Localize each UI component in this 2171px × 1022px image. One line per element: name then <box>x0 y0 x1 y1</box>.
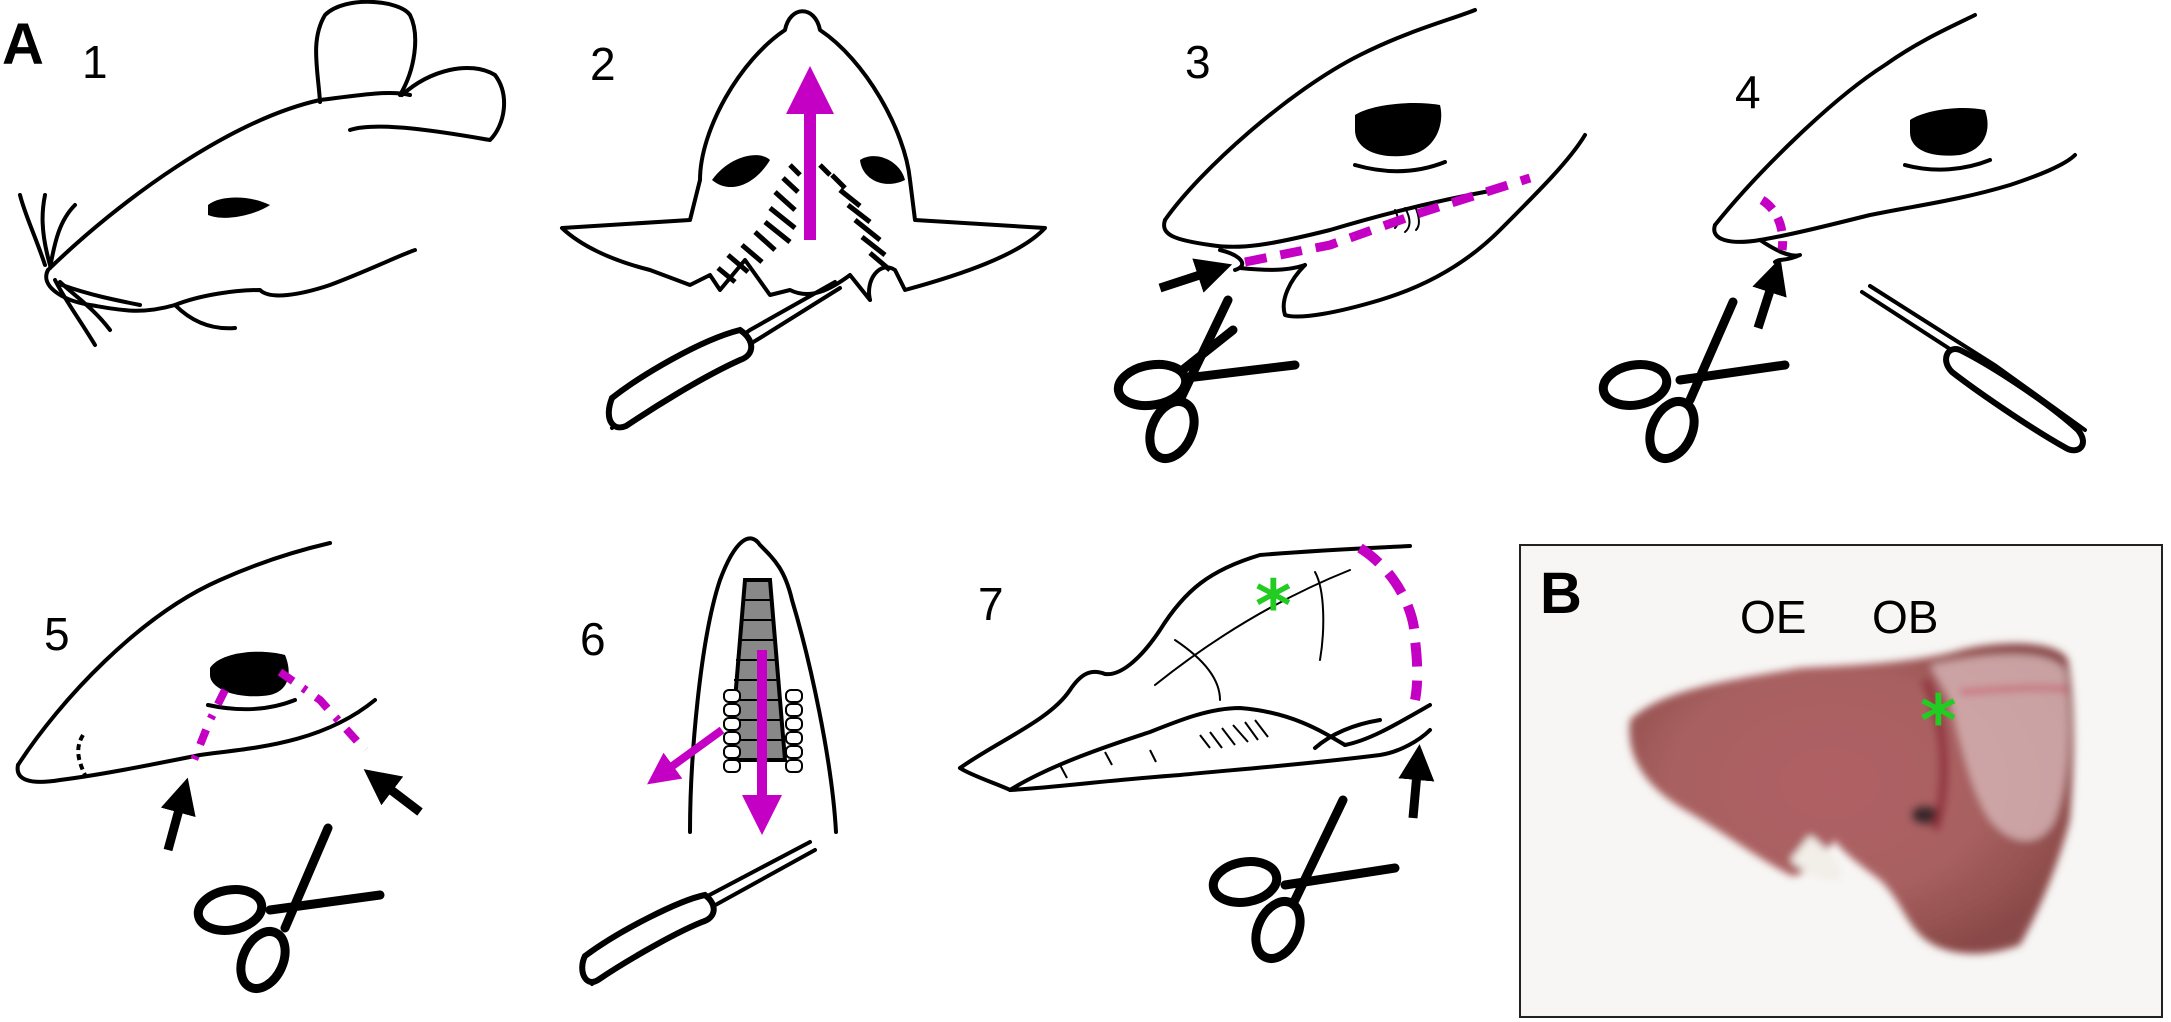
label-oe: OE <box>1740 591 1806 643</box>
panel-label-a: A <box>2 12 44 77</box>
arrow-icon <box>378 780 420 812</box>
step-number-2: 2 <box>590 38 616 90</box>
step-number-5: 5 <box>44 608 70 660</box>
step-number-7: 7 <box>978 578 1004 630</box>
forceps-icon <box>1862 286 2085 450</box>
eye-icon <box>860 156 905 184</box>
panel-b-photo: B OE OB * <box>1520 545 2162 1017</box>
photo-marker-asterisk: * <box>1920 680 1957 762</box>
step4-snout-cut: 4 <box>1600 15 2085 466</box>
arrow-icon <box>1758 275 1775 328</box>
eye-icon <box>1910 108 1988 156</box>
scissors-icon <box>195 828 380 996</box>
step7-tissue-cut: 7 * <box>960 546 1430 966</box>
label-ob: OB <box>1872 591 1938 643</box>
arrow-icon <box>1160 270 1215 288</box>
step-number-1: 1 <box>82 36 108 88</box>
step6-dorsal-view: 6 <box>580 538 836 984</box>
eye-icon <box>208 198 270 218</box>
panel-label-b: B <box>1540 561 1582 626</box>
step-number-3: 3 <box>1185 36 1211 88</box>
eye-icon <box>1355 103 1441 156</box>
step1-mouse-head: 1 <box>20 2 504 345</box>
eye-icon <box>712 155 770 187</box>
arrow-icon <box>168 795 183 850</box>
step2-ventral-view: 2 <box>562 11 1045 428</box>
step5-skull-cut: 5 <box>18 543 420 996</box>
step-number-6: 6 <box>580 613 606 665</box>
marker-asterisk: * <box>1255 565 1292 647</box>
step3-jaw-cut: 3 <box>1115 10 1585 466</box>
scissors-icon <box>1210 800 1395 966</box>
scissors-icon <box>1115 300 1295 466</box>
step-number-4: 4 <box>1735 66 1761 118</box>
arrow-icon <box>1413 762 1418 818</box>
forceps-icon <box>582 842 815 984</box>
forceps-icon <box>609 282 840 428</box>
